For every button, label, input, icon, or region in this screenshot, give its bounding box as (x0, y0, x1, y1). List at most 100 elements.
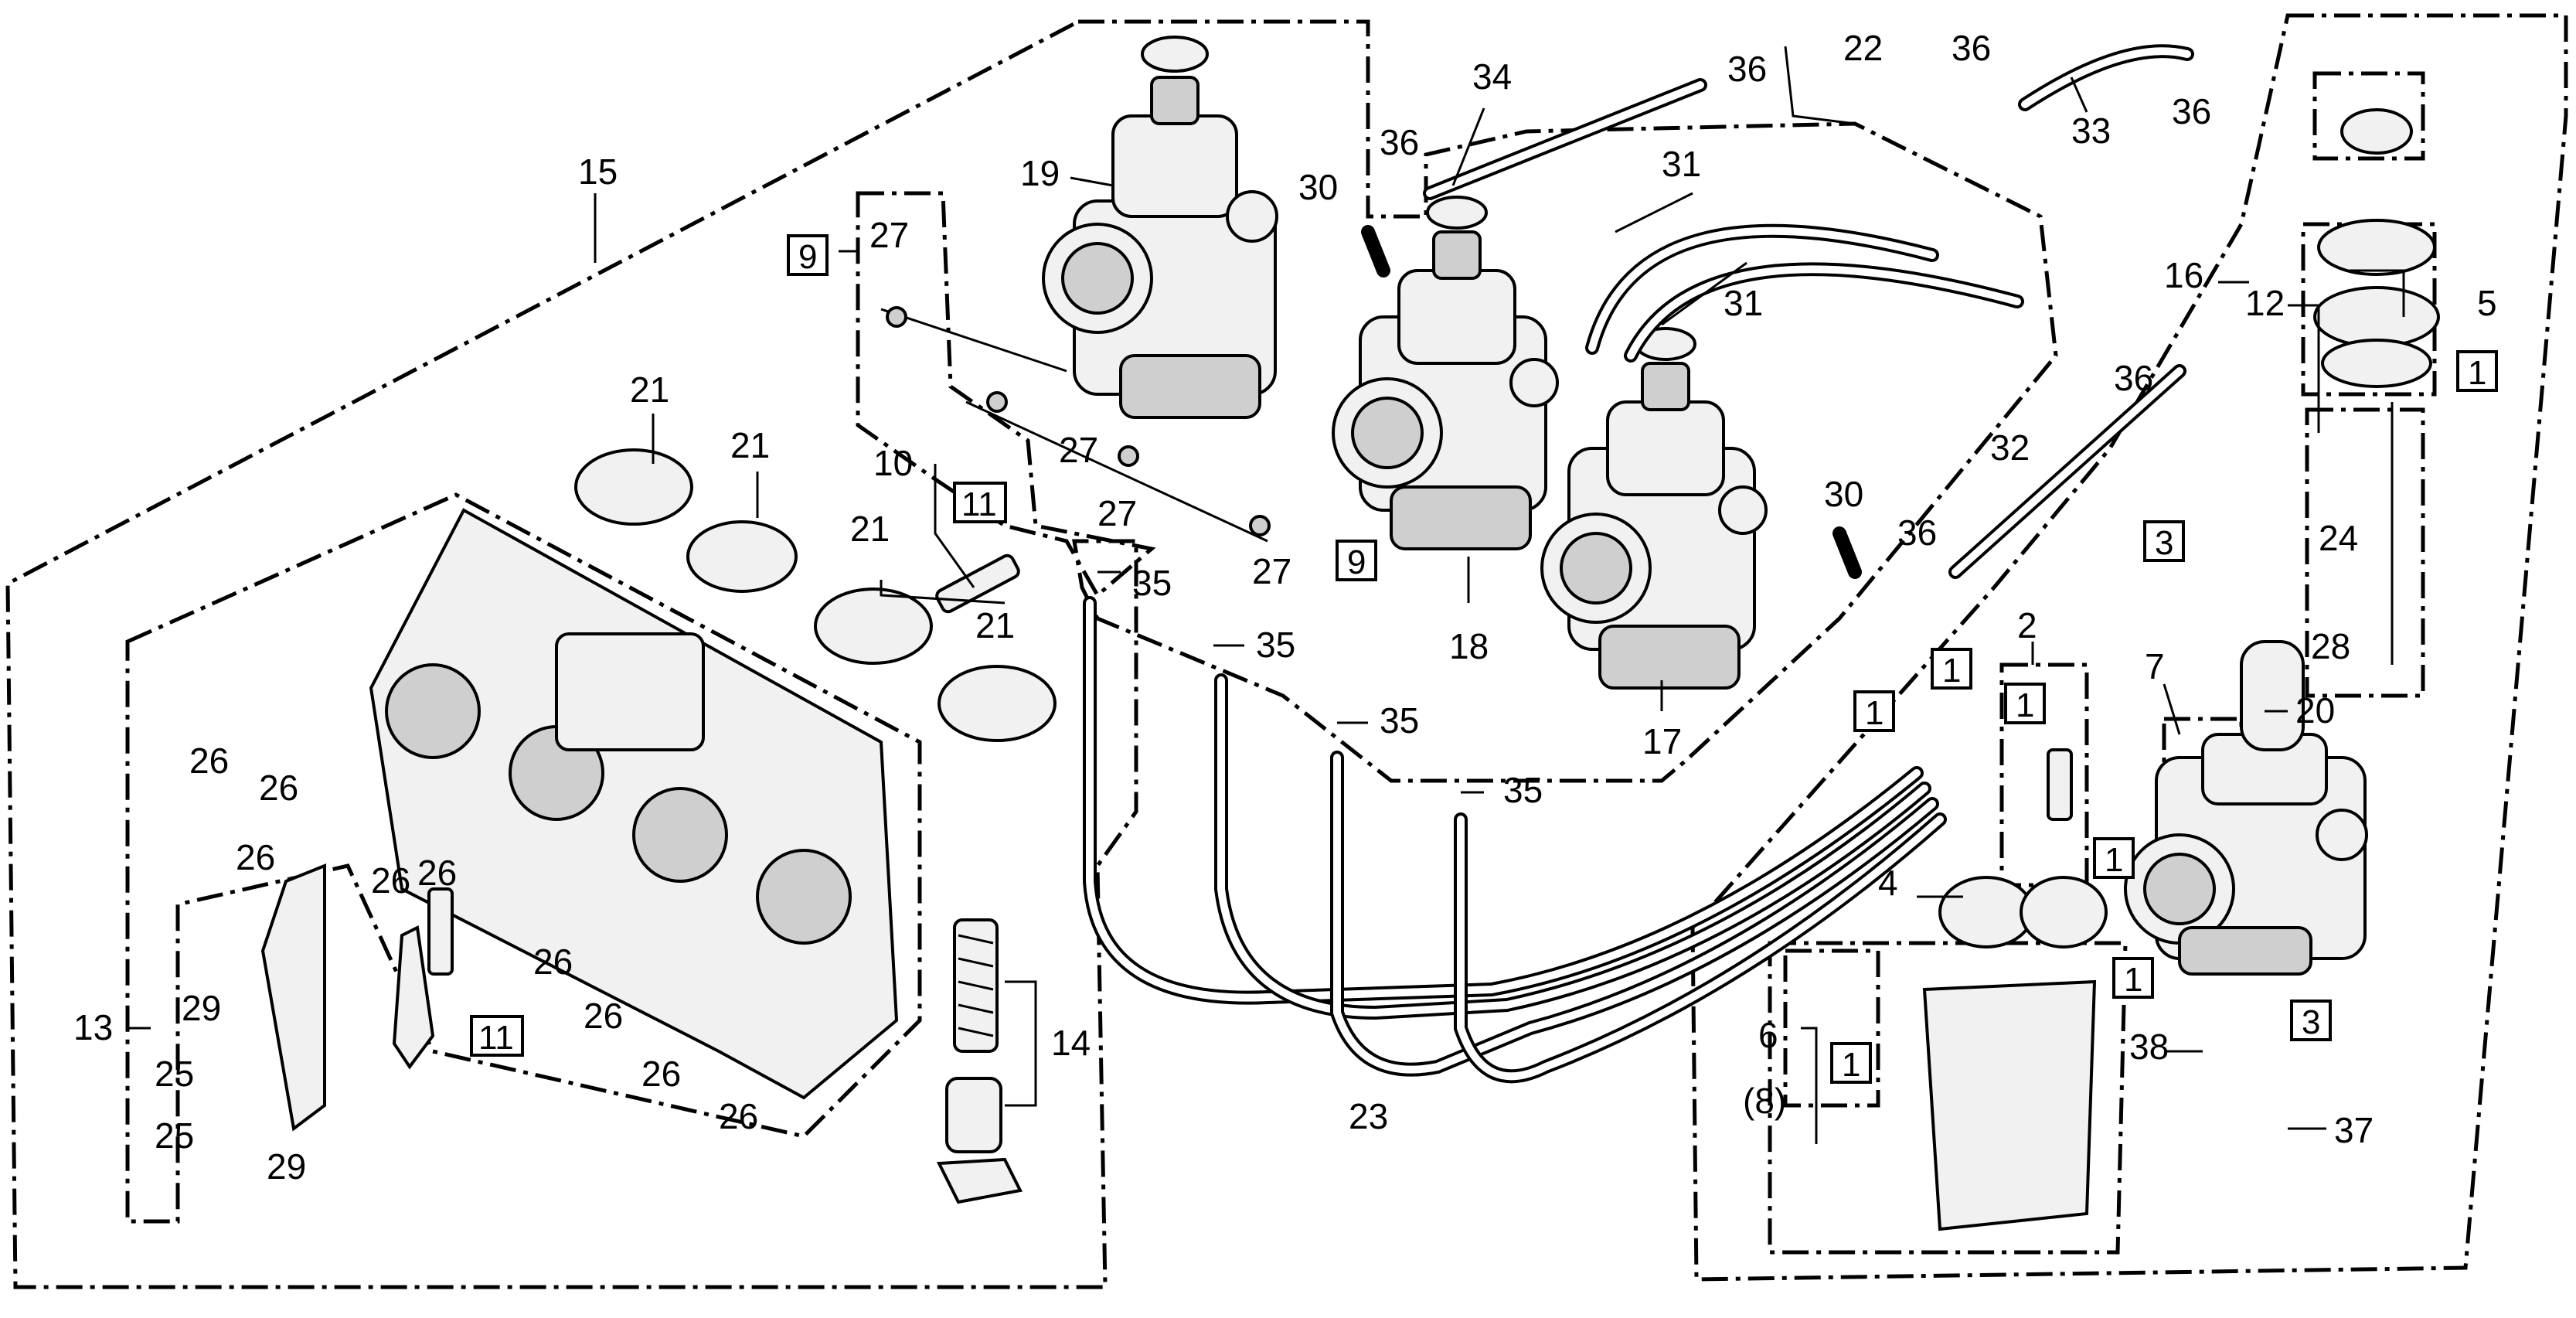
label-35-b: 35 (1256, 625, 1295, 665)
label-27-a: 27 (869, 215, 909, 255)
throttle-link (880, 306, 1271, 543)
label-23: 23 (1349, 1096, 1388, 1136)
label-26-c: 26 (236, 837, 275, 877)
choke-bracket (260, 863, 435, 1132)
spring-11 (427, 553, 1020, 976)
label-12: 12 (2245, 283, 2285, 323)
label-36-c: 36 (2172, 91, 2211, 131)
label-30-b: 30 (1824, 474, 1863, 514)
carburetor-19 (1042, 36, 1278, 419)
label-30-a: 30 (1298, 167, 1338, 207)
label-24: 24 (2319, 518, 2358, 558)
boundary-top-cap (2312, 71, 2425, 161)
top-cap-parts (2240, 108, 2440, 751)
label-18: 18 (1449, 626, 1489, 666)
svg-text:1: 1 (1942, 652, 1961, 690)
carburetor-17 (1540, 327, 1768, 690)
label-6: 6 (1758, 1015, 1778, 1055)
svg-text:1: 1 (1865, 694, 1884, 732)
label-5: 5 (2477, 283, 2497, 323)
label-16: 16 (2164, 255, 2203, 295)
label-31-a: 31 (1662, 144, 1701, 184)
label-26-a: 26 (189, 741, 229, 781)
label-14: 14 (1051, 1023, 1091, 1063)
label-33: 33 (2071, 111, 2111, 151)
boundary-needle (2305, 407, 2425, 698)
label-27-d: 27 (1252, 551, 1291, 591)
intake-rubbers (574, 448, 1057, 742)
boxed-label-1-e: 1 (2093, 837, 2135, 879)
svg-text:3: 3 (2302, 1003, 2320, 1041)
boxed-label-3-a: 3 (2143, 520, 2185, 562)
label-26-i: 26 (417, 853, 457, 893)
svg-text:1: 1 (2468, 354, 2486, 392)
boxed-label-11-a: 11 (953, 482, 1007, 523)
spring-and-boot-14 (936, 918, 1023, 1204)
boundary-throttle-link (856, 191, 1156, 598)
label-25-a: 25 (155, 1054, 194, 1094)
label-37: 37 (2334, 1110, 2374, 1150)
label-7: 7 (2145, 646, 2165, 686)
overflow-hoses-23 (1083, 596, 1947, 1084)
float-chamber (1922, 748, 2108, 1231)
label-26-g: 26 (641, 1054, 681, 1094)
label-4: 4 (1878, 863, 1898, 903)
label-20: 20 (2295, 690, 2335, 731)
boxed-label-1-f: 1 (2112, 957, 2154, 999)
label-17: 17 (1642, 721, 1682, 761)
svg-text:11: 11 (961, 485, 997, 523)
boundary-gasket (1783, 948, 1880, 1108)
boundary-right (1690, 13, 2568, 1282)
label-8: (8) (1743, 1081, 1786, 1121)
svg-text:1: 1 (1842, 1046, 1860, 1084)
label-21-b: 21 (730, 425, 770, 465)
label-35-d: 35 (1503, 770, 1543, 810)
label-31-b: 31 (1724, 283, 1763, 323)
label-25-b: 25 (155, 1115, 194, 1156)
boxed-label-1-d: 1 (2004, 683, 2046, 724)
boxed-label-9-a: 9 (787, 234, 829, 276)
label-22: 22 (1843, 28, 1883, 68)
label-36-f: 36 (1897, 513, 1937, 553)
svg-text:1: 1 (2124, 961, 2142, 999)
boxed-label-1-a: 1 (2456, 350, 2498, 392)
label-36-d: 36 (1380, 122, 1419, 162)
label-10: 10 (873, 443, 913, 483)
svg-text:3: 3 (2155, 524, 2173, 562)
label-26-f: 26 (584, 996, 623, 1036)
boxed-label-1-c: 1 (1853, 690, 1895, 732)
intake-holder-plate (369, 508, 899, 1100)
svg-text:11: 11 (478, 1019, 514, 1057)
label-15: 15 (578, 152, 618, 192)
label-36-a: 36 (1727, 49, 1767, 89)
label-21-a: 21 (630, 370, 669, 410)
boxed-label-1-b: 1 (1931, 648, 1972, 690)
label-21-d: 21 (975, 605, 1015, 645)
leader-lines (128, 46, 2405, 1144)
boxed-label-11-b: 11 (470, 1015, 524, 1057)
label-26-h: 26 (719, 1096, 758, 1136)
part-labels: 15 19 34 36 22 36 33 36 30 36 31 31 27 1… (73, 28, 2497, 1187)
label-26-e: 26 (533, 942, 573, 982)
carburetor-18 (1332, 196, 1559, 550)
svg-text:1: 1 (2105, 841, 2123, 879)
label-13: 13 (73, 1007, 113, 1047)
label-26-b: 26 (259, 768, 298, 808)
label-32: 32 (1990, 427, 2030, 468)
label-36-b: 36 (1952, 28, 1991, 68)
boundary-float-valve (1999, 662, 2089, 887)
label-29-b: 29 (267, 1146, 306, 1187)
carburetor-right (2124, 733, 2368, 976)
boxed-label-1-g: 1 (1830, 1042, 1872, 1084)
fuel-hoses (1361, 44, 2194, 579)
label-21-c: 21 (850, 509, 890, 549)
label-38: 38 (2129, 1027, 2169, 1067)
label-27-c: 27 (1097, 493, 1137, 533)
svg-text:9: 9 (1347, 543, 1366, 581)
label-36-e: 36 (2114, 358, 2153, 398)
boxed-label-9-b: 9 (1336, 540, 1377, 581)
label-35-c: 35 (1380, 700, 1419, 741)
boxed-label-3-b: 3 (2290, 1000, 2332, 1041)
